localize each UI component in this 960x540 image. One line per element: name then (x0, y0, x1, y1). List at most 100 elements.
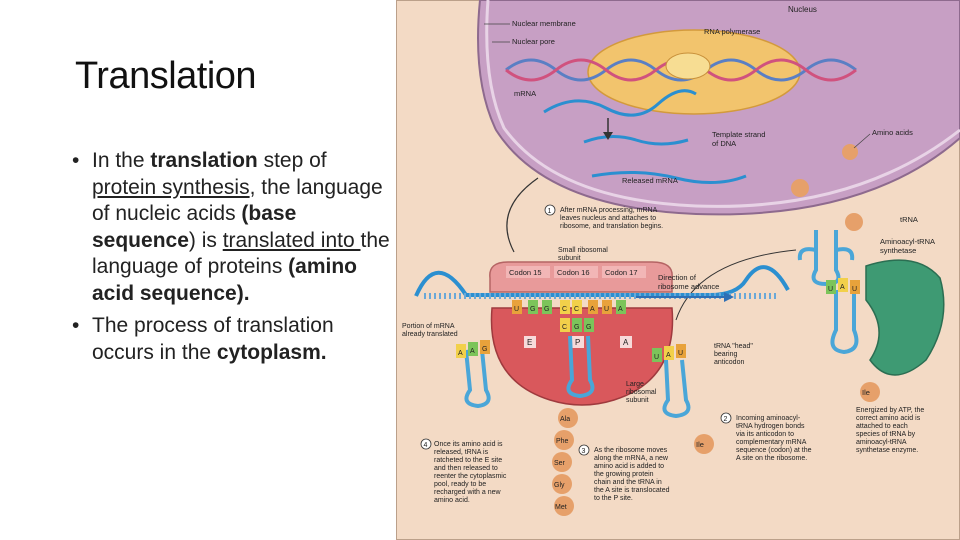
site-e-box (524, 336, 536, 348)
incoming-trna (662, 359, 691, 419)
step4-line3: ratcheted to the E site (434, 457, 502, 464)
label-head-1: tRNA "head" (714, 343, 753, 350)
synth-base-1: U (828, 286, 833, 293)
step2-line1: Incoming aminoacyl- (736, 415, 801, 422)
step3-line7: to the P site. (594, 495, 633, 502)
anticodon-base-1: C (562, 324, 567, 331)
label-nucleus: Nucleus (788, 5, 817, 14)
step4-line6: pool, ready to be (434, 481, 486, 488)
step3-line6: the A site is translocated (594, 487, 670, 494)
label-synthetase-2: synthetase (880, 246, 916, 255)
energized-line1: Energized by ATP, the (856, 407, 924, 414)
step3-line2: along the mRNA, a new (594, 455, 669, 462)
step3-line3: amino acid is added to (594, 463, 664, 470)
step2-number: 2 (724, 416, 728, 423)
mrna-base-7: U (604, 306, 609, 313)
anticodon-base (584, 318, 594, 332)
codon17-box (602, 266, 646, 278)
arrow-to-ribosome (506, 177, 539, 253)
mrna-base-3: G (544, 306, 549, 313)
label-nuclear-membrane: Nuclear membrane (512, 19, 576, 28)
label-ile: Ile (862, 388, 870, 397)
exit-base-1: A (458, 350, 463, 357)
step3-number: 3 (582, 448, 586, 455)
mrna-base (542, 300, 552, 314)
energized-line3: attached to each (856, 423, 908, 430)
mrna-base (528, 300, 538, 314)
synthetase-enzyme (865, 259, 945, 376)
ile-amino-acid (860, 382, 880, 402)
label-ile-incoming: Ile (696, 440, 704, 449)
chain-ser: Ser (554, 460, 566, 467)
chain-met: Met (555, 504, 567, 511)
exiting-trna (464, 349, 491, 409)
site-e: E (527, 338, 532, 347)
step4-line4: and then released to (434, 465, 498, 472)
label-portion-1: Portion of mRNA (402, 323, 455, 330)
step4-line2: released, tRNA is (434, 449, 489, 456)
energized-line5: aminoacyl-tRNA (856, 439, 907, 446)
base-u2 (850, 280, 860, 294)
label-small-subunit-2: subunit (558, 255, 581, 262)
incoming-ile-amino-acid (694, 434, 714, 454)
label-synthetase-1: Aminoacyl-tRNA (880, 237, 935, 246)
label-large-subunit-2: ribosomal (626, 389, 657, 396)
released-mrna-strand (591, 170, 747, 185)
step2-line5: sequence (codon) at the (736, 447, 812, 454)
bullet1-bold-amino-acid-sequence: (amino acid sequence). (92, 255, 357, 305)
exit-base-3: G (482, 346, 487, 353)
step4-marker (420, 438, 432, 450)
bullet1-text-a: In the (92, 149, 151, 172)
step2-line2: tRNA hydrogen bonds (736, 423, 805, 430)
label-large-subunit-3: subunit (626, 397, 649, 404)
exit-base (468, 342, 478, 356)
step3-marker (578, 444, 590, 456)
translation-diagram: Nucleus Nuclear membrane Nuclear pore RN… (396, 0, 960, 540)
arrow-trna-loop (675, 249, 797, 321)
exit-base-2: A (470, 348, 475, 355)
codon15-box (506, 266, 550, 278)
bullet2-bold-cytoplasm: cytoplasm. (216, 340, 327, 364)
mrna-base-4: C (562, 306, 567, 313)
chain-amino-acid (554, 496, 574, 516)
label-nuclear-pore: Nuclear pore (512, 37, 555, 46)
bullet1-bold-translation: translation (150, 149, 258, 172)
bullet-cytoplasm: The process of translation occurs in the… (72, 313, 392, 366)
step3-line4: the growing protein (594, 471, 654, 478)
label-template-strand-2: of DNA (712, 139, 736, 148)
bullet1-underline-protein-synthesis: protein synthesis (92, 175, 250, 199)
step2-line4: complementary mRNA (736, 439, 807, 446)
bullet1-text-c: , the language of nucleic acids (92, 175, 383, 226)
energized-line2: correct amino acid is (856, 415, 921, 422)
label-direction-2: ribosome advance (658, 282, 719, 291)
chain-phe: Phe (556, 438, 569, 445)
energized-line4: species of tRNA by (856, 431, 916, 438)
exit-base (456, 344, 466, 358)
site-p: P (575, 338, 580, 347)
nuclear-membrane-line (485, 0, 960, 208)
base-a (838, 278, 848, 292)
label-codon-16: Codon 16 (557, 268, 590, 277)
step4-line8: amino acid. (434, 497, 470, 504)
anticodon-base (572, 318, 582, 332)
step2-marker (720, 412, 732, 424)
bullet1-text-b: step of (257, 149, 327, 172)
step1-number: 1 (548, 208, 552, 215)
slide-title: Translation (75, 55, 257, 97)
synthetase-anticodon: U A U (826, 278, 860, 294)
label-template-strand-1: Template strand (712, 130, 765, 139)
anticodon-base-2: G (574, 324, 579, 331)
rna-polymerase-shape (665, 52, 711, 80)
label-large-subunit-1: Large (626, 381, 644, 388)
mrna-base (560, 300, 570, 314)
in-base-1: U (654, 354, 659, 361)
label-portion-2: already translated (402, 331, 458, 338)
step1-marker (544, 204, 556, 216)
label-amino-acids: Amino acids (872, 128, 913, 137)
mrna-base (602, 300, 612, 314)
step2-line3: via its anticodon to (736, 431, 794, 438)
in-base (676, 344, 686, 358)
label-small-subunit-1: Small ribosomal (558, 247, 608, 254)
bullet-list: In the translation step of protein synth… (72, 148, 392, 372)
mrna-in-nucleus (543, 89, 697, 117)
